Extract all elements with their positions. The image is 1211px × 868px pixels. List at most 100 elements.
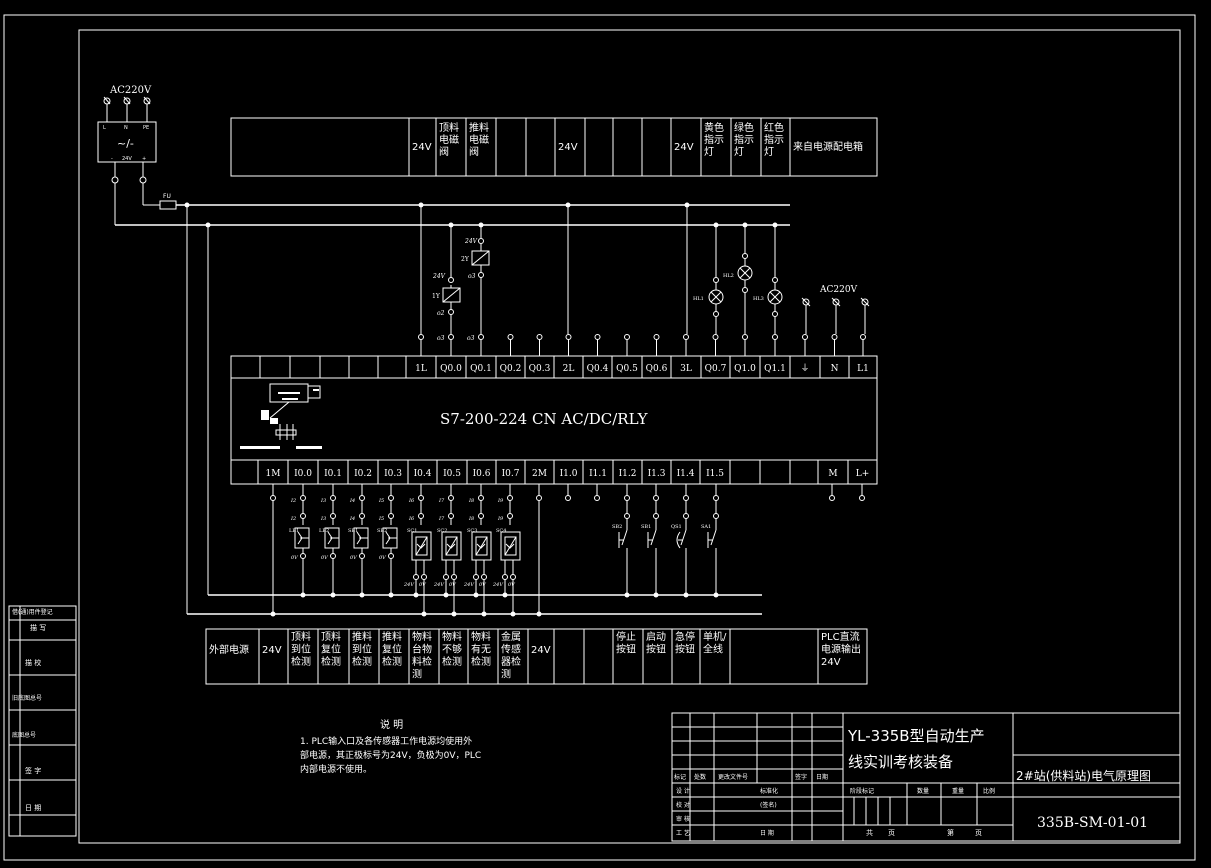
bottom-table-cell: 按钮 xyxy=(675,643,695,656)
svg-text:-: - xyxy=(111,156,113,162)
bottom-table-cell: 检测 xyxy=(471,655,491,668)
plc-input-terminal: L+ xyxy=(856,469,870,479)
svg-text:I7: I7 xyxy=(438,498,445,504)
strip-label: 签 字 xyxy=(25,766,41,775)
plc-input-terminal: M xyxy=(828,469,837,479)
top-table-cell: 电磁 xyxy=(469,133,489,146)
svg-text:N: N xyxy=(124,125,128,131)
svg-text:设 计: 设 计 xyxy=(676,787,690,795)
plc-output-terminal: Q1.1 xyxy=(764,364,786,374)
svg-text:0V: 0V xyxy=(508,582,516,588)
svg-text:比例: 比例 xyxy=(983,787,995,795)
bottom-table-cell: 料检 xyxy=(412,655,432,668)
bottom-table-cell: 24V xyxy=(821,657,841,668)
top-table-cell: 阀 xyxy=(439,145,449,158)
svg-text:24V: 24V xyxy=(403,582,415,588)
plc-output-terminal: N xyxy=(831,364,839,374)
sensor-label: LB1 xyxy=(289,528,299,534)
bottom-table-cell: 台物 xyxy=(412,643,432,656)
top-table-cell: 推料 xyxy=(469,121,489,134)
svg-text:(签名): (签名) xyxy=(760,801,777,809)
svg-text:0V: 0V xyxy=(291,555,299,561)
svg-text:日期: 日期 xyxy=(816,773,828,781)
plc-model: S7-200-224 CN AC/DC/RLY xyxy=(440,410,649,428)
sensor-label: SC4 xyxy=(496,528,506,534)
plc-input-terminal: I1.1 xyxy=(589,469,607,479)
plc-output-terminal: Q1.0 xyxy=(734,364,756,374)
top-table-cell: 灯 xyxy=(704,146,714,158)
bottom-table-cell: 外部电源 xyxy=(209,643,249,656)
svg-text:标记: 标记 xyxy=(674,773,686,781)
plc-input-terminal: I0.1 xyxy=(324,469,342,479)
switch-label: SB2 xyxy=(612,524,622,530)
top-table-cell: 灯 xyxy=(764,146,774,158)
lamp-hl3 xyxy=(767,277,783,317)
svg-text:页: 页 xyxy=(888,829,895,837)
lamp-label: HL1 xyxy=(693,296,704,302)
bottom-table-cell: 物料 xyxy=(442,630,462,643)
plc-input-terminal: I0.0 xyxy=(294,469,312,479)
sensor-label: LB2 xyxy=(319,528,329,534)
svg-text:I4: I4 xyxy=(349,498,355,504)
plc-output-terminal: 2L xyxy=(563,364,575,374)
svg-text:页: 页 xyxy=(975,829,982,837)
svg-text:I7: I7 xyxy=(438,516,445,522)
output-wiring: 24V 1Y o2 o3 24V 2Y o3 o3 xyxy=(420,205,870,342)
notes-line: 1. PLC输入口及各传感器工作电源均使用外 xyxy=(300,735,472,747)
plc-input-terminal: 1M xyxy=(266,469,281,479)
sensor-label: SC3 xyxy=(467,528,477,534)
plc-input-terminal: I0.4 xyxy=(414,469,432,479)
svg-text:I2: I2 xyxy=(290,498,296,504)
coil-label: 2Y xyxy=(461,256,470,263)
top-table-cell: 来自电源配电箱 xyxy=(793,140,863,153)
bottom-table-cell: 传感 xyxy=(501,643,521,656)
top-table-cell: 灯 xyxy=(734,146,744,158)
svg-text:24V: 24V xyxy=(463,582,475,588)
top-table-cell: 指示 xyxy=(764,133,784,146)
plc-input-terminal: I0.3 xyxy=(384,469,402,479)
converter-symbol: ~/- xyxy=(117,137,134,150)
plc-input-terminal: I1.2 xyxy=(619,469,637,479)
svg-text:0V: 0V xyxy=(321,555,329,561)
plc-input-terminal: I0.6 xyxy=(473,469,491,479)
svg-text:o3: o3 xyxy=(467,335,475,342)
top-table-cell: 24V xyxy=(558,142,578,153)
svg-text:I9: I9 xyxy=(497,516,504,522)
strip-label: 日 期 xyxy=(25,804,41,812)
plc-input-terminal: I0.7 xyxy=(502,469,520,479)
svg-text:重量: 重量 xyxy=(952,787,964,795)
svg-text:工 艺: 工 艺 xyxy=(676,829,690,837)
bottom-table-cell: 急停 xyxy=(675,630,695,643)
notes: 说 明 1. PLC输入口及各传感器工作电源均使用外 部电源，其正极标号为24V… xyxy=(300,718,481,775)
bottom-table-cell: 推料 xyxy=(352,630,372,643)
plc-input-terminal: I1.3 xyxy=(648,469,666,479)
svg-text:校 对: 校 对 xyxy=(676,801,690,809)
svg-text:I9: I9 xyxy=(497,498,504,504)
svg-text:I5: I5 xyxy=(378,516,384,522)
coil-label: 1Y xyxy=(432,293,441,300)
plc-output-terminal: Q0.7 xyxy=(705,364,727,374)
top-table-cell: 顶料 xyxy=(439,121,459,134)
plc-output-terminal: Q0.0 xyxy=(440,364,462,374)
ac220v-input-label: AC220V xyxy=(819,285,858,295)
project-title: 线实训考核装备 xyxy=(848,753,953,771)
bottom-table-cell: 检测 xyxy=(382,655,402,668)
bottom-table-cell: 24V xyxy=(262,645,282,656)
bottom-table-cell: 到位 xyxy=(352,643,372,656)
bottom-table-cell: 测 xyxy=(501,668,511,681)
top-table-cell: 绿色 xyxy=(734,121,754,134)
bottom-table-cell: 物料 xyxy=(471,630,491,643)
bottom-table-cell: 检测 xyxy=(291,655,311,668)
svg-text:+: + xyxy=(142,156,146,162)
bottom-table-cell: 全线 xyxy=(703,643,723,656)
svg-text:阶段标记: 阶段标记 xyxy=(850,787,874,795)
plc-output-terminal: ⏚ xyxy=(800,363,809,374)
switch-sa1: SA1 xyxy=(701,484,719,598)
